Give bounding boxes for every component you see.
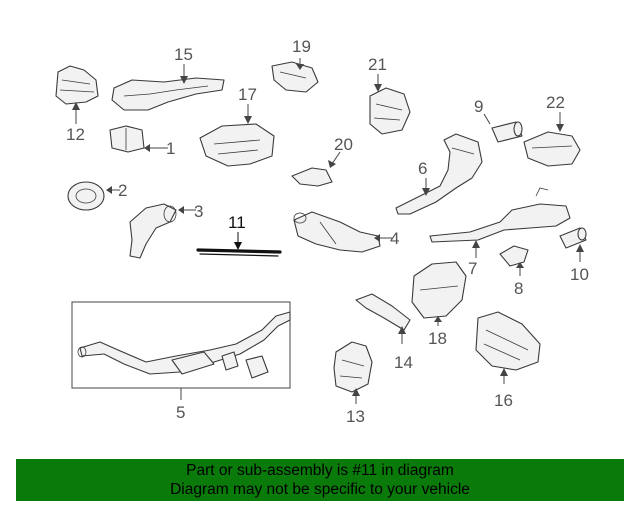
part-5-exhaust-assembly[interactable] — [71, 301, 291, 389]
callout-13[interactable]: 13 — [346, 407, 365, 426]
part-22-heat-shield[interactable] — [523, 131, 581, 167]
part-20-bracket[interactable] — [291, 167, 333, 187]
callout-8[interactable]: 8 — [514, 279, 523, 298]
part-3-front-pipe[interactable] — [129, 203, 177, 259]
footer-line-2: Diagram may not be specific to your vehi… — [170, 481, 470, 498]
callout-9[interactable]: 9 — [474, 97, 483, 116]
part-12-heat-shield[interactable] — [55, 65, 99, 105]
part-1-bracket[interactable] — [109, 125, 145, 153]
callout-3[interactable]: 3 — [194, 202, 203, 221]
part-6-muffler[interactable] — [395, 133, 483, 215]
callout-10[interactable]: 10 — [570, 265, 589, 284]
callout-5[interactable]: 5 — [176, 403, 185, 422]
callout-19[interactable]: 19 — [292, 37, 311, 56]
callout-1[interactable]: 1 — [166, 139, 175, 158]
callout-16[interactable]: 16 — [494, 391, 513, 410]
callout-20[interactable]: 20 — [334, 135, 353, 154]
part-9-tailpipe-tip[interactable] — [491, 121, 523, 143]
callout-4[interactable]: 4 — [390, 229, 399, 248]
callout-12[interactable]: 12 — [66, 125, 85, 144]
part-7-rear-muffler[interactable] — [429, 187, 571, 243]
callout-18[interactable]: 18 — [428, 329, 447, 348]
part-11-pipe[interactable] — [196, 248, 282, 257]
callout-21[interactable]: 21 — [368, 55, 387, 74]
part-13-heat-shield[interactable] — [333, 341, 373, 393]
part-18-heat-shield[interactable] — [411, 261, 467, 319]
part-21-heat-shield[interactable] — [369, 87, 411, 135]
part-15-heat-shield[interactable] — [111, 77, 225, 111]
footer-line-1: Part or sub-assembly is #11 in diagram — [186, 462, 454, 479]
callout-15[interactable]: 15 — [174, 45, 193, 64]
part-10-tailpipe-tip[interactable] — [559, 227, 587, 249]
callout-11[interactable]: 11 — [228, 213, 246, 232]
part-16-heat-shield[interactable] — [475, 311, 541, 371]
part-4-catalytic-converter[interactable] — [293, 211, 381, 253]
part-14-bracket[interactable] — [355, 293, 411, 331]
part-17-heat-shield[interactable] — [199, 123, 275, 167]
exhaust-parts-diagram: 12 15 19 1 17 21 20 — [55, 37, 589, 426]
callout-17[interactable]: 17 — [238, 85, 257, 104]
callout-14[interactable]: 14 — [394, 353, 413, 372]
part-2-clamp[interactable] — [67, 181, 105, 211]
callout-2[interactable]: 2 — [118, 181, 127, 200]
part-19-heat-shield[interactable] — [271, 61, 319, 93]
callout-7[interactable]: 7 — [468, 259, 477, 278]
callout-22[interactable]: 22 — [546, 93, 565, 112]
part-8-hanger-bracket[interactable] — [499, 245, 529, 267]
callout-6[interactable]: 6 — [418, 159, 427, 178]
footer-banner: Part or sub-assembly is #11 in diagram D… — [16, 459, 624, 501]
